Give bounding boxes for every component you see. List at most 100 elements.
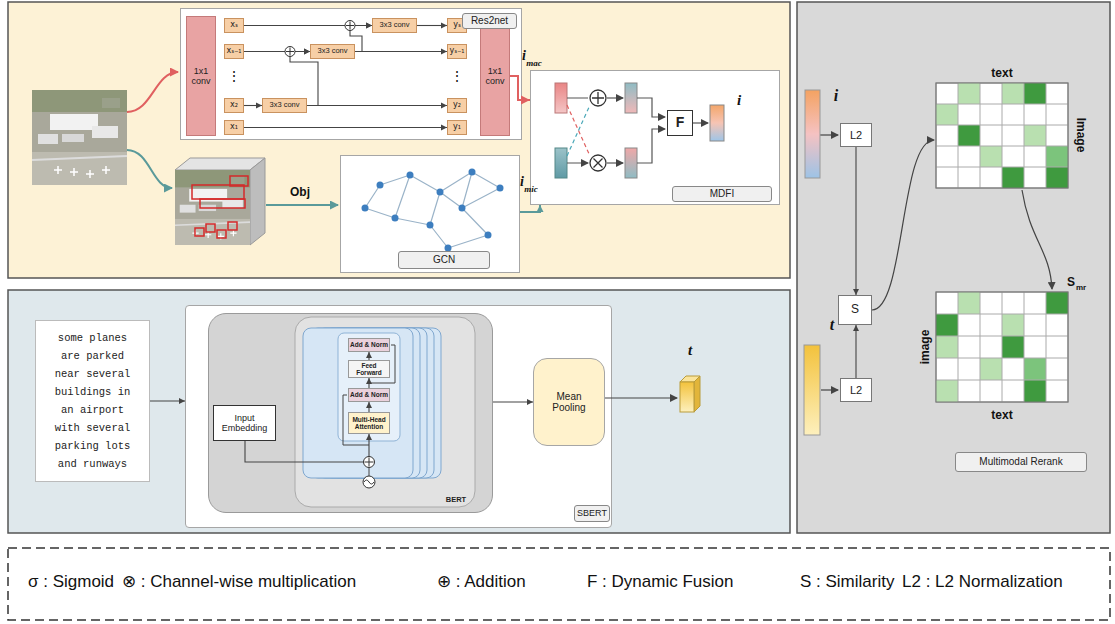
- module-label: SBERT: [574, 505, 610, 522]
- node-text: L2: [850, 129, 862, 141]
- input-arrows: [266, 204, 338, 206]
- module-label: BERT: [436, 494, 476, 506]
- legend-entry: ⊕ : Addition: [437, 572, 526, 592]
- similarity-matrix: [936, 83, 1068, 188]
- text-feature-block: [680, 376, 700, 382]
- reranked-matrix: [1024, 380, 1046, 402]
- conv-block: 3x3 conv: [372, 18, 417, 33]
- feature-split: x₂: [224, 98, 244, 113]
- similarity-matrix: [958, 83, 980, 104]
- feature-output: yₛ₋₁: [447, 44, 467, 59]
- text-label: text: [991, 409, 1012, 421]
- text-label: mac: [526, 59, 542, 68]
- module-box: SBERT BERTInput EmbeddingAdd & NormFeed F…: [185, 305, 612, 528]
- normalization-box: L2: [840, 378, 872, 402]
- node-text: 3x3 conv: [269, 101, 299, 109]
- detection-cube: [192, 185, 244, 199]
- reranked-matrix: [1046, 292, 1068, 314]
- detection-cube: [195, 228, 204, 236]
- similarity-matrix: [1024, 125, 1046, 146]
- similarity-box: S: [838, 295, 872, 325]
- connector-line: [855, 147, 856, 295]
- similarity-matrix: [1024, 83, 1046, 104]
- legend-frame: [8, 548, 1110, 620]
- module-label: MDFI: [672, 186, 772, 202]
- text-label: ⋮: [227, 69, 241, 83]
- similarity-matrix: [1046, 146, 1068, 167]
- normalization-box: L2: [840, 123, 872, 147]
- feature-bars: [805, 90, 820, 178]
- text-label: image: [919, 330, 931, 365]
- module-tab: Multimodal Rerank: [955, 452, 1087, 472]
- detection-cube: [175, 158, 265, 245]
- reranked-matrix: [1002, 314, 1024, 336]
- node-text: F: [676, 115, 685, 131]
- node-text: some planes are parked near several buil…: [51, 329, 134, 473]
- text-feature-block: [694, 376, 700, 412]
- text-label: i: [520, 175, 524, 189]
- feature-split: xₛ: [224, 18, 244, 33]
- similarity-matrix: [936, 83, 1068, 188]
- encoder-box: BERTInput EmbeddingAdd & NormFeed Forwar…: [208, 313, 493, 513]
- node-text: S: [851, 303, 859, 316]
- arrow-head: [521, 96, 530, 105]
- text-label: i: [737, 93, 741, 108]
- connector-line: [855, 325, 856, 378]
- arrow-head: [537, 205, 544, 212]
- text-label: text: [991, 67, 1012, 79]
- similarity-matrix: [1002, 167, 1024, 188]
- similarity-matrix: [1046, 167, 1068, 188]
- node-text: Mean Pooling: [544, 391, 594, 413]
- text-label: ⋮: [450, 69, 464, 83]
- text-label: Obj: [290, 186, 310, 198]
- connector-arrow: [150, 398, 185, 404]
- text-label: t: [830, 317, 834, 333]
- output-arrows: [605, 397, 677, 398]
- text-label: i: [522, 49, 526, 63]
- node-text: x₁: [230, 123, 238, 132]
- satellite-image: [32, 90, 127, 185]
- module-box: MDFI F: [530, 70, 780, 205]
- node-text: xₛ₋₁: [226, 47, 241, 56]
- reranked-matrix: [1002, 336, 1024, 358]
- layer-box: Multi-Head Attention: [348, 412, 390, 434]
- text-label: Image: [1075, 118, 1087, 153]
- reranked-matrix: [936, 380, 958, 402]
- node-text: 1x1 conv: [187, 66, 215, 86]
- legend-entry: σ : Sigmoid: [28, 572, 114, 592]
- satellite-image: [32, 90, 127, 185]
- layer-box: Add & Norm: [348, 338, 390, 352]
- node-text: y₁: [453, 123, 461, 132]
- node-text: 3x3 conv: [317, 47, 347, 55]
- feature-split: xₛ₋₁: [224, 44, 244, 59]
- connector-arrow: [853, 147, 859, 295]
- legend-entry: ⊗ : Channel-wise multiplication: [122, 572, 356, 592]
- text-label: t: [688, 343, 692, 358]
- node-text: yₛ₋₁: [449, 47, 464, 56]
- reranked-matrix: [936, 292, 1068, 402]
- text-label: mr: [1076, 284, 1086, 292]
- legend-entry: F : Dynamic Fusion: [587, 572, 733, 592]
- feature-output: y₂: [447, 98, 467, 113]
- fusion-box: F: [667, 110, 693, 136]
- node-text: Feed Forward: [349, 362, 389, 377]
- legend-entry: L2 : L2 Normalization: [902, 572, 1063, 592]
- detection-cube: [192, 176, 248, 238]
- feature-bars: [804, 90, 820, 435]
- conv-block: 3x3 conv: [262, 98, 307, 113]
- detection-cube: [250, 158, 265, 245]
- text-panel: [8, 290, 790, 533]
- connector-arrow: [853, 325, 859, 378]
- node-text: 1x1 conv: [481, 66, 509, 86]
- reranked-matrix: [936, 292, 1068, 402]
- conv-block: 3x3 conv: [310, 44, 355, 59]
- connector-line: [520, 205, 540, 212]
- similarity-matrix: [980, 146, 1002, 167]
- layer-box: Add & Norm: [348, 388, 390, 402]
- node-text: Add & Norm: [350, 391, 388, 398]
- node-text: L2: [850, 384, 862, 396]
- module-box: GCN: [340, 155, 520, 273]
- node-text: xₛ: [230, 21, 238, 30]
- reranked-matrix: [1024, 358, 1046, 380]
- node-text: Multimodal Rerank: [979, 456, 1062, 467]
